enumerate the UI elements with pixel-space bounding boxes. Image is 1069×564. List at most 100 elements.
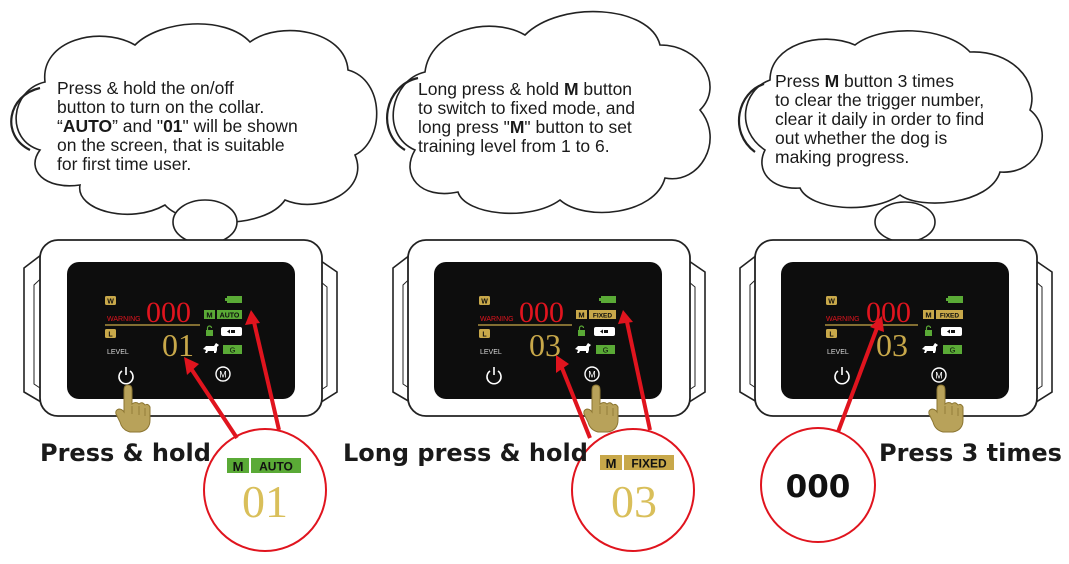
bubble-text-run: Press & hold the on/off [57,78,234,98]
level-label: LEVEL [827,349,849,356]
svg-text:M: M [219,370,227,380]
svg-text:AUTO: AUTO [259,460,293,474]
bubble-text-run: out whether the dog is [775,128,948,148]
warning-label: WARNING [107,316,141,323]
thought-bubble-1 [10,23,378,276]
bubble-text-run: " will be shown [182,116,298,136]
bubble-bold-text: 01 [163,116,183,136]
warning-badge [826,296,837,305]
collar-receiver-2 [392,239,706,417]
level-value: 03 [529,327,561,363]
svg-text:L: L [482,332,487,339]
level-label: LEVEL [107,349,129,356]
zoom-level-value: 03 [611,476,657,527]
bubble-text-run: ” and " [112,116,164,136]
bubble-bold-text: AUTO [62,116,113,136]
svg-text:M: M [925,311,931,320]
bubble-bold-text: M [509,117,525,137]
trigger-counter: 000 [146,296,191,329]
bubble-text-run: Press [775,71,825,91]
m-button-icon[interactable]: M [215,366,231,382]
warning-label: WARNING [826,316,860,323]
zoom-mode-badge [624,455,674,470]
panel-2 [386,10,711,417]
svg-text:W: W [828,299,835,306]
svg-text:FIXED: FIXED [593,313,612,320]
dog-icon [203,343,219,353]
svg-text:M: M [935,371,943,381]
mode-badge [936,310,963,319]
screen-3: W WARNING 000 L LEVEL 03 M FIXED G M [825,296,963,385]
svg-text:W: W [481,299,488,306]
zoom-level-value: 01 [242,476,288,527]
trigger-counter: 000 [866,296,911,329]
warning-badge-label: W [107,299,114,306]
bubble-text-run: " button to set [524,117,632,137]
bubble-text-run: to switch to fixed mode, and [418,98,635,118]
bubble-text-run: clear it daily in order to find [775,109,985,129]
zoom-circle-3 [760,427,876,543]
level-badge [826,329,837,338]
bubble-text-run: button 3 times [839,71,954,91]
svg-text:G: G [230,346,236,355]
bubble-text-run: for first time user. [57,154,192,174]
bubble-text-run: on the screen, that is suitable [57,135,285,155]
bubble-text-run: making progress. [775,147,910,167]
battery-icon [599,296,616,303]
dog-icon [575,343,591,353]
level-badge-label: L [108,332,113,339]
panel-1 [10,23,378,417]
trigger-counter: 000 [519,296,564,329]
caption-press-3-times: Press 3 times [879,439,1062,467]
arrows [190,321,879,440]
svg-text:FIXED: FIXED [940,313,959,320]
zoom-m-badge [600,455,622,470]
m-badge [576,310,587,319]
lock-icon [925,325,932,336]
caption-press-hold: Press & hold [40,439,211,467]
level-value: 03 [876,327,908,363]
g-badge [596,345,615,354]
screen-2: W WARNING 000 L LEVEL 03 M FIXED G M [478,296,616,385]
bubble-text-run: Long press & hold [418,79,564,99]
collar-receiver-1 [23,239,338,417]
svg-text:G: G [950,346,956,355]
zoom-counter-value: 000 [786,469,851,505]
lock-icon [578,325,585,336]
zoom-mode-badge [251,458,301,473]
m-button-icon[interactable]: M [584,366,600,382]
arrow-heads [184,310,884,375]
svg-text:G: G [603,346,609,355]
svg-text:M: M [206,311,212,320]
bubble-bold-text: M [563,79,579,99]
svg-text:M: M [233,459,244,474]
level-label: LEVEL [480,349,502,356]
mode-badge [589,310,616,319]
battery-icon [225,296,242,303]
level-badge [105,329,116,338]
m-badge [204,310,215,319]
screen-1: W WARNING 000 L LEVEL 01 M AUTO G M [105,296,242,385]
thought-bubble-3 [738,30,1043,276]
svg-text:M: M [588,370,596,380]
g-badge [943,345,962,354]
bubble-text-run: button to turn on the collar. [57,97,265,117]
bubble-text-run: “ [57,116,63,136]
m-badge [923,310,934,319]
g-badge [223,345,242,354]
zoom-m-badge [227,458,249,473]
bubble-text-run: training level from 1 to 6. [418,136,610,156]
battery-icon [946,296,963,303]
m-button-icon[interactable]: M [931,367,947,383]
dog-icon [922,343,938,353]
level-value: 01 [162,327,194,363]
svg-text:FIXED: FIXED [631,457,667,471]
svg-text:L: L [829,332,834,339]
warning-badge [105,296,116,305]
warning-badge [479,296,490,305]
lock-icon [206,325,213,336]
caption-long-press-hold: Long press & hold [343,439,588,467]
